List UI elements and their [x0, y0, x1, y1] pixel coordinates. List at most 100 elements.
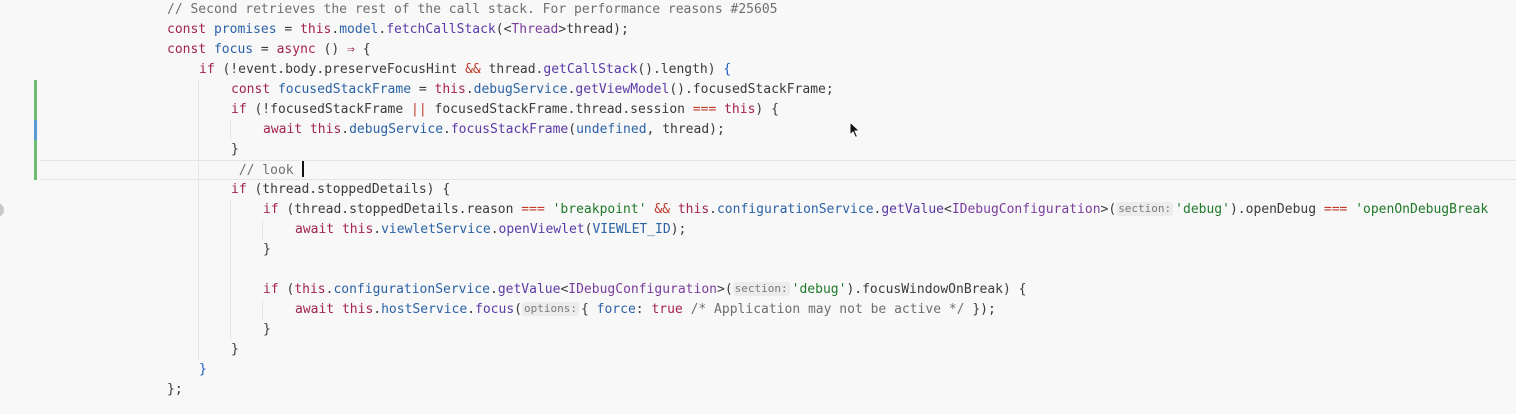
code-token: getValue	[497, 282, 561, 297]
inlay-hint: options:	[522, 302, 579, 316]
code-token: ===	[1323, 202, 1348, 217]
code-token: (!focusedStackFrame	[246, 102, 412, 117]
code-line[interactable]: }	[40, 240, 1516, 260]
code-text: // look	[231, 161, 305, 179]
code-text: }	[231, 140, 239, 160]
code-line[interactable]: if (thread.stoppedDetails.reason === 'br…	[40, 200, 1516, 220]
indent-guide	[230, 220, 231, 240]
inlay-hint: section:	[732, 282, 790, 296]
code-token: await	[295, 302, 342, 317]
code-line[interactable]: }	[40, 140, 1516, 160]
code-text: if (this.configurationService.getValue<I…	[263, 280, 1026, 300]
added-lines-indicator[interactable]	[34, 80, 37, 120]
code-line[interactable]: }	[40, 320, 1516, 340]
code-text: const focus = async () ⇒ {	[167, 40, 371, 60]
code-line[interactable]: if (!event.body.preserveFocusHint && thr…	[40, 60, 1516, 80]
code-token: debugService	[349, 122, 444, 137]
code-line[interactable]: }	[40, 360, 1516, 380]
indent-guide	[198, 220, 199, 240]
inlay-hint: section:	[1116, 202, 1174, 216]
indent-guide	[230, 320, 231, 340]
code-token: this	[300, 22, 332, 37]
code-text: // Second retrieves the rest of the call…	[167, 0, 777, 20]
code-line[interactable]: // Second retrieves the rest of the call…	[40, 0, 1516, 20]
code-token: promises	[213, 22, 277, 37]
text-cursor	[302, 161, 305, 177]
code-token: model	[339, 22, 379, 37]
code-token: <	[943, 202, 952, 217]
code-token: ().focusedStackFrame;	[669, 82, 834, 97]
code-line[interactable]: // look	[40, 160, 1516, 180]
code-token: 'debug'	[791, 282, 847, 297]
code-token: getViewModel	[575, 82, 670, 97]
code-token: await	[263, 122, 310, 137]
code-text: if (!focusedStackFrame || focusedStackFr…	[231, 100, 779, 120]
code-token: ) {	[755, 102, 779, 117]
code-token: const	[167, 42, 214, 57]
code-line[interactable]: }	[40, 340, 1516, 360]
code-token: .	[373, 302, 382, 317]
code-line[interactable]: const focus = async () ⇒ {	[40, 40, 1516, 60]
editor-gutter	[0, 0, 40, 414]
code-token: ===	[692, 102, 717, 117]
code-text: if (!event.body.preserveFocusHint && thr…	[199, 60, 731, 80]
code-token: >thread);	[558, 22, 629, 37]
indent-guide	[262, 220, 263, 240]
indent-guide	[230, 120, 231, 140]
code-line[interactable]: await this.viewletService.openViewlet(VI…	[40, 220, 1516, 240]
code-token: focusedStackFrame	[277, 82, 412, 97]
indent-guide	[198, 240, 199, 260]
indent-guide	[230, 280, 231, 300]
code-token: this	[341, 302, 374, 317]
code-token: }	[231, 342, 239, 357]
code-token: this	[309, 122, 342, 137]
code-token: (!event.body.preserveFocusHint	[214, 62, 466, 77]
code-token: if	[231, 182, 247, 197]
code-token: 'breakpoint'	[552, 202, 647, 217]
code-text: await this.debugService.focusStackFrame(…	[263, 120, 725, 140]
code-line[interactable]: const focusedStackFrame = this.debugServ…	[40, 80, 1516, 100]
code-line[interactable]: };	[40, 380, 1516, 400]
code-line[interactable]: if (thread.stoppedDetails) {	[40, 180, 1516, 200]
code-token: this	[294, 282, 326, 297]
fold-handle-icon[interactable]	[0, 203, 4, 217]
code-token: .	[465, 82, 474, 97]
code-line[interactable]: const promises = this.model.fetchCallSta…	[40, 20, 1516, 40]
code-token: async	[276, 42, 316, 57]
code-line[interactable]: await this.hostService.focus(options:{ f…	[40, 300, 1516, 320]
added-lines-indicator[interactable]	[34, 140, 37, 180]
code-line[interactable]: await this.debugService.focusStackFrame(…	[40, 120, 1516, 140]
code-token: =	[411, 82, 435, 97]
code-line[interactable]: if (this.configurationService.getValue<I…	[40, 280, 1516, 300]
indent-guide	[198, 260, 199, 280]
code-token: this	[434, 82, 466, 97]
code-token: (	[278, 282, 295, 297]
code-token: if	[231, 102, 247, 117]
code-token: (	[514, 302, 522, 317]
code-token: .	[373, 222, 382, 237]
code-token: focusedStackFrame.thread.session	[426, 102, 693, 117]
code-line[interactable]: if (!focusedStackFrame || focusedStackFr…	[40, 100, 1516, 120]
code-line[interactable]	[40, 260, 1516, 280]
code-text: }	[263, 240, 271, 260]
code-token: =	[253, 42, 277, 57]
code-token	[683, 302, 691, 317]
code-token: .	[490, 222, 499, 237]
code-token: >(	[1100, 202, 1117, 217]
code-token: VIEWLET_ID	[592, 222, 671, 237]
code-lines[interactable]: // Second retrieves the rest of the call…	[40, 0, 1516, 414]
code-token: (	[568, 122, 577, 137]
code-text: await this.viewletService.openViewlet(VI…	[295, 220, 686, 240]
code-token: .	[325, 282, 334, 297]
modified-line-indicator[interactable]	[34, 120, 37, 140]
code-token: (	[584, 222, 593, 237]
code-token: };	[167, 382, 183, 397]
code-token: const	[167, 22, 214, 37]
code-token: viewletService	[381, 222, 491, 237]
code-token: debugService	[473, 82, 568, 97]
code-token: configurationService	[333, 282, 490, 297]
code-token: ⇒	[347, 42, 355, 57]
code-text: };	[167, 380, 183, 400]
code-text: const focusedStackFrame = this.debugServ…	[231, 80, 834, 100]
